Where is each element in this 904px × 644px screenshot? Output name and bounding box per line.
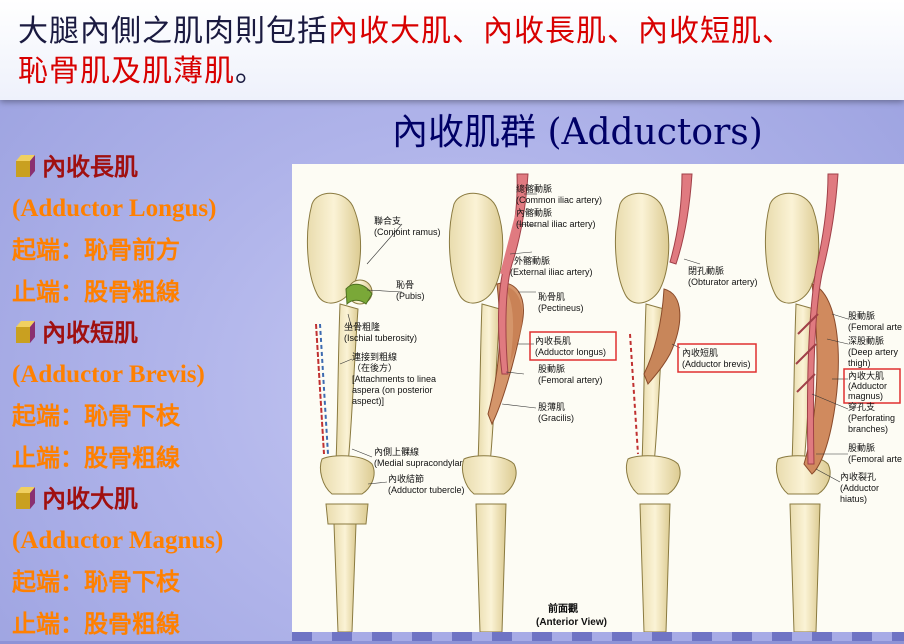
panel-adductor-magnus: 股動脈 (Femoral arte 深股動脈 (Deep artery thig… bbox=[765, 174, 902, 632]
view-label-en: (Anterior View) bbox=[536, 617, 607, 628]
label-external-en: (External iliac artery) bbox=[510, 267, 593, 277]
label-deep-zh: 深股動脈 bbox=[848, 335, 884, 346]
label-deep-en1: (Deep artery bbox=[848, 347, 899, 357]
label-pubis-zh: 恥骨 bbox=[396, 280, 414, 290]
label-internal-en: (Internal iliac artery) bbox=[516, 219, 596, 229]
muscle-insertion-magnus: 止端：股骨粗線 bbox=[12, 603, 292, 644]
label-common-zh: 總髂動脈 bbox=[516, 183, 552, 194]
label-conjoint-zh: 聯合支 bbox=[374, 215, 401, 226]
label-obturator-en: (Obturator artery) bbox=[688, 277, 758, 287]
label-femoral5-en: (Femoral arte bbox=[848, 454, 902, 464]
header-prefix: 大腿內側之肌肉則包括 bbox=[18, 14, 328, 49]
label-internal-zh: 內髂動脈 bbox=[516, 207, 552, 218]
anatomy-figure: 聯合支 (Conjoint ramus) 恥骨 (Pubis) 坐骨粗隆 (Is… bbox=[292, 164, 904, 632]
label-perf-zh: 穿孔支 bbox=[848, 401, 875, 412]
label-hiatus-en2: hiatus) bbox=[840, 494, 867, 504]
header-banner: 大腿內側之肌肉則包括內收大肌、內收長肌、內收短肌、 恥骨肌及肌薄肌。 bbox=[0, 0, 904, 100]
label-magnus-en1: (Adductor bbox=[848, 381, 887, 391]
bottom-decorative-strip bbox=[292, 632, 904, 641]
label-femoral5-zh: 股動脈 bbox=[848, 442, 875, 453]
anatomy-illustration: 聯合支 (Conjoint ramus) 恥骨 (Pubis) 坐骨粗隆 (Is… bbox=[292, 164, 904, 632]
cube-bullet-icon bbox=[12, 153, 38, 179]
muscle-origin-brevis: 起端：恥骨下枝 bbox=[12, 395, 292, 437]
muscle-insertion-brevis: 止端：股骨粗線 bbox=[12, 437, 292, 479]
label-hiatus-zh: 內收裂孔 bbox=[840, 471, 876, 482]
header-suffix: 。 bbox=[235, 54, 266, 89]
label-perf-en2: branches) bbox=[848, 424, 888, 434]
label-hiatus-en1: (Adductor bbox=[840, 483, 879, 493]
label-deep-en2: thigh) bbox=[848, 358, 871, 368]
label-linea-4: aspera (on posterior bbox=[352, 385, 433, 395]
muscle-origin-longus: 起端：恥骨前方 bbox=[12, 229, 292, 271]
muscle-origin-magnus: 起端：恥骨下枝 bbox=[12, 561, 292, 603]
label-gracilis-en: (Gracilis) bbox=[538, 413, 574, 423]
label-linea-1: 連接到粗線 bbox=[352, 351, 397, 362]
label-magnus-en2: magnus) bbox=[848, 391, 883, 401]
label-brevis-en: (Adductor brevis) bbox=[682, 359, 751, 369]
muscle-name-longus: 內收長肌 bbox=[12, 146, 292, 188]
header-red-1: 內收大肌、內收長肌、內收短肌、 bbox=[328, 14, 793, 49]
muscle-insertion-longus: 止端：股骨粗線 bbox=[12, 271, 292, 313]
muscle-latin-longus: (Adductor Longus) bbox=[12, 188, 292, 230]
view-label-zh: 前面觀 bbox=[548, 602, 578, 615]
label-linea-2: （在後方） bbox=[352, 362, 397, 373]
panel-adductor-longus: 總髂動脈 (Common iliac artery) 內髂動脈 (Interna… bbox=[449, 174, 616, 632]
panel-adductor-brevis: 閉孔動脈 (Obturator artery) 內收短肌 (Adductor b… bbox=[615, 174, 757, 632]
label-linea-3: [Attachments to linea bbox=[352, 374, 436, 384]
label-femoral-zh: 股動脈 bbox=[538, 363, 565, 374]
slide-title: 內收肌群 (Adductors) bbox=[392, 103, 763, 155]
label-linea-5: aspect)] bbox=[352, 396, 384, 406]
cube-bullet-icon bbox=[12, 319, 38, 345]
label-femoral4-en: (Femoral arte bbox=[848, 322, 902, 332]
label-femoral4-zh: 股動脈 bbox=[848, 310, 875, 321]
muscle-list: 內收長肌 (Adductor Longus) 起端：恥骨前方 止端：股骨粗線 內… bbox=[12, 146, 292, 644]
label-tubercle-zh: 內收結節 bbox=[388, 473, 424, 484]
muscle-name-magnus: 內收大肌 bbox=[12, 478, 292, 520]
label-supra-zh: 內側上髁線 bbox=[374, 446, 419, 457]
label-perf-en1: (Perforating bbox=[848, 413, 895, 423]
label-femoral-en: (Femoral artery) bbox=[538, 375, 603, 385]
label-longus-en: (Adductor longus) bbox=[535, 347, 606, 357]
label-pectineus-en: (Pectineus) bbox=[538, 303, 584, 313]
muscle-latin-magnus: (Adductor Magnus) bbox=[12, 520, 292, 562]
muscle-name-brevis: 內收短肌 bbox=[12, 312, 292, 354]
header-text: 大腿內側之肌肉則包括內收大肌、內收長肌、內收短肌、 恥骨肌及肌薄肌。 bbox=[18, 12, 898, 92]
label-common-en: (Common iliac artery) bbox=[516, 195, 602, 205]
label-pubis-en: (Pubis) bbox=[396, 291, 425, 301]
cube-bullet-icon bbox=[12, 485, 38, 511]
label-magnus-zh: 內收大肌 bbox=[848, 370, 884, 381]
label-gracilis-zh: 股薄肌 bbox=[538, 401, 565, 412]
label-ischial-en: (Ischial tuberosity) bbox=[344, 333, 417, 343]
label-pectineus-zh: 恥骨肌 bbox=[538, 292, 565, 302]
label-tubercle-en: (Adductor tubercle) bbox=[388, 485, 465, 495]
label-ischial-zh: 坐骨粗隆 bbox=[344, 321, 380, 332]
header-red-2: 恥骨肌及肌薄肌 bbox=[18, 54, 235, 89]
label-external-zh: 外髂動脈 bbox=[514, 255, 550, 266]
label-conjoint-en: (Conjoint ramus) bbox=[374, 227, 441, 237]
muscle-latin-brevis: (Adductor Brevis) bbox=[12, 354, 292, 396]
label-brevis-zh: 內收短肌 bbox=[682, 347, 718, 358]
label-longus-zh: 內收長肌 bbox=[535, 335, 571, 346]
label-obturator-zh: 閉孔動脈 bbox=[688, 265, 724, 276]
